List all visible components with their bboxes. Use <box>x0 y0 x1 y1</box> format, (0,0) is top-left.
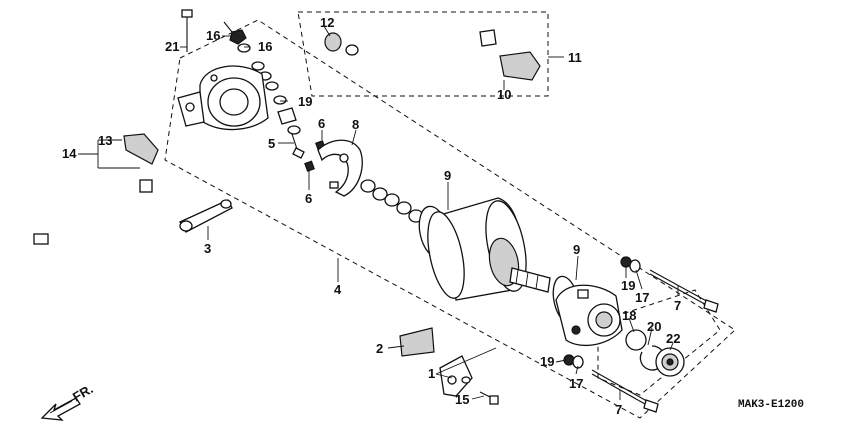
link-3 <box>179 199 233 233</box>
label-part-12: 12 <box>320 15 334 30</box>
long-bolt-7b <box>591 369 659 413</box>
label-part-14: 14 <box>62 146 77 161</box>
label-part-17a: 17 <box>635 290 649 305</box>
screw-5 <box>287 125 305 159</box>
label-part-3: 3 <box>204 241 211 256</box>
motor-yoke <box>427 197 551 301</box>
label-part-6b: 6 <box>305 191 312 206</box>
label-part-9b: 9 <box>573 242 580 257</box>
label-part-17b: 17 <box>569 376 583 391</box>
label-part-20: 20 <box>647 319 661 334</box>
label-part-9a: 9 <box>444 168 451 183</box>
leader-lines <box>78 25 679 400</box>
label-part-15: 15 <box>455 392 469 407</box>
brush-2 <box>399 327 435 357</box>
long-bolt-7a <box>649 269 719 313</box>
label-part-13: 13 <box>98 133 112 148</box>
cable-assembly-boundary <box>297 11 549 97</box>
label-part-19c: 19 <box>540 354 554 369</box>
cap-10 <box>499 51 541 81</box>
main-assembly-boundary <box>164 19 736 419</box>
brush-holder-8 <box>317 139 363 197</box>
label-part-6a: 6 <box>318 116 325 131</box>
label-part-16b: 16 <box>258 39 272 54</box>
label-part-18: 18 <box>622 308 636 323</box>
label-part-7a: 7 <box>674 298 681 313</box>
cable-12 <box>324 29 497 56</box>
plate-19-top <box>277 107 297 125</box>
nut-17-right <box>629 259 641 273</box>
label-part-19a: 19 <box>298 94 312 109</box>
washer-stack-mid <box>360 179 424 223</box>
bolt-15 <box>479 391 499 405</box>
label-part-11: 11 <box>568 50 582 65</box>
label-part-16a: 16 <box>206 28 220 43</box>
front-direction-arrow <box>40 397 81 421</box>
front-bracket-housing <box>177 65 269 131</box>
bolt-21 <box>181 9 193 52</box>
washer-18 <box>625 329 647 351</box>
diagram-code: MAK3-E1200 <box>738 399 804 411</box>
bearing-22 <box>655 347 685 377</box>
label-part-22: 22 <box>666 331 680 346</box>
bracket-1 <box>439 355 473 397</box>
cap-13 <box>123 133 159 165</box>
label-part-2: 2 <box>376 341 383 356</box>
label-part-10: 10 <box>497 87 511 102</box>
label-part-5: 5 <box>268 136 275 151</box>
washer-stack <box>251 61 287 105</box>
nut-17-bottom <box>572 355 584 369</box>
label-part-7b: 7 <box>615 402 622 417</box>
nut-16 <box>223 21 251 53</box>
label-part-19b: 19 <box>621 278 635 293</box>
label-part-4: 4 <box>334 282 342 297</box>
cable-14 <box>33 179 153 245</box>
label-part-8: 8 <box>352 117 359 132</box>
rear-end-cover <box>555 284 623 347</box>
label-part-1: 1 <box>428 366 435 381</box>
label-part-21: 21 <box>165 39 179 54</box>
